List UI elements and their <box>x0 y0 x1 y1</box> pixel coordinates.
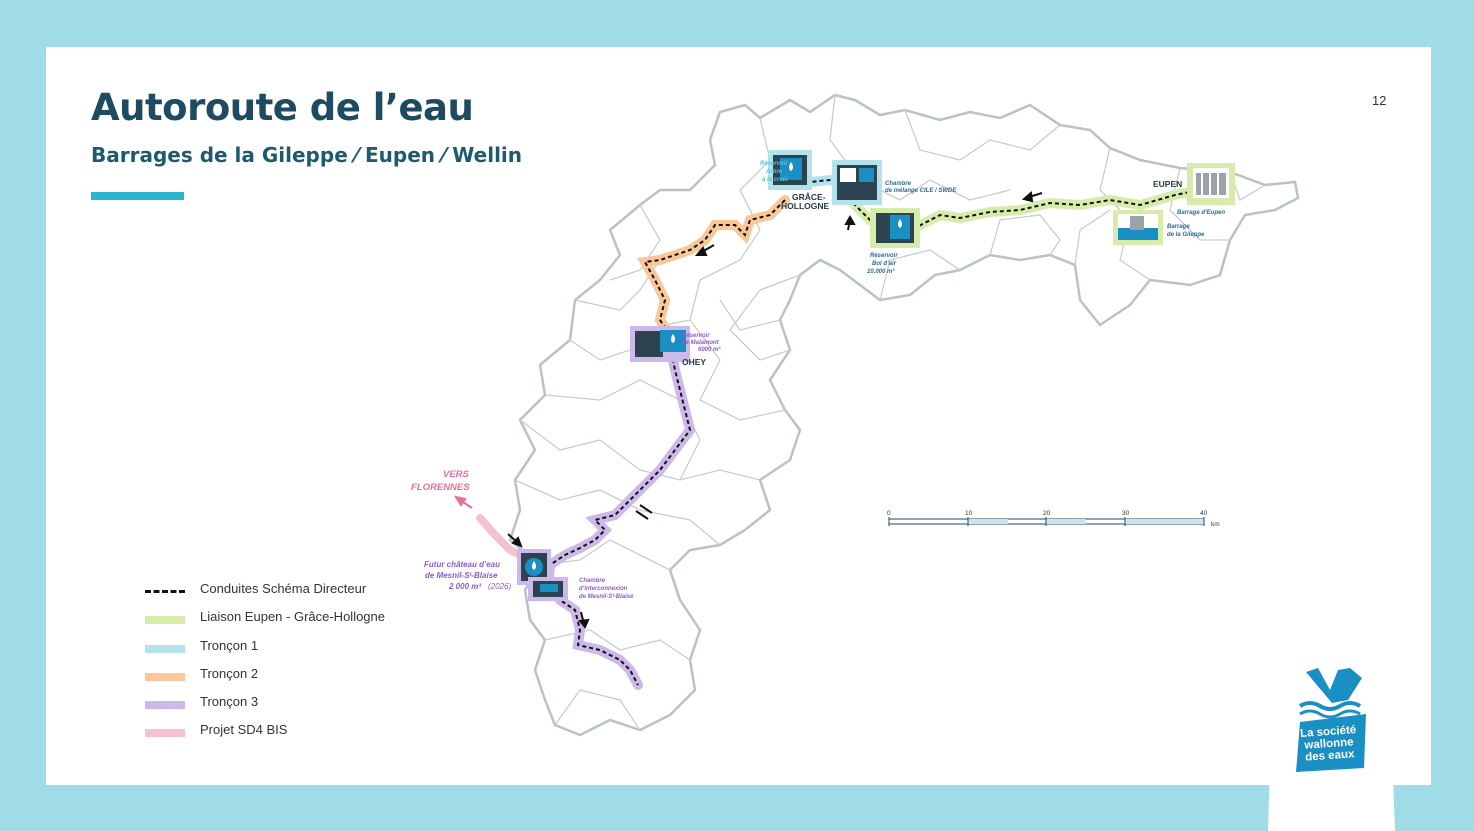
label-malamont-2: de Malamont <box>682 340 720 346</box>
label-ohey: OHEY <box>682 357 706 367</box>
label-reservoir-bois-1: Réservoir <box>870 253 898 259</box>
label-barrage-gileppe-2: de la Gileppe <box>1167 232 1205 238</box>
label-chambre-mesnil-2: d’interconnexion <box>579 586 628 592</box>
logo-w-icon <box>1306 668 1362 703</box>
scale-unit: km <box>1211 521 1220 528</box>
legend-item-troncon3: Tronçon 3 <box>145 694 405 714</box>
label-chateau-1: Futur château d’eau <box>424 560 500 569</box>
company-logo <box>1268 645 1395 831</box>
scale-tick-40: 40 <box>1200 510 1208 517</box>
legend-label: Liaison Eupen - Grâce-Hollogne <box>200 609 385 624</box>
label-chambre-mesnil-1: Chambre <box>579 578 606 584</box>
label-chateau-2: de Mesnil-Sᵗ-Blaise <box>425 571 498 580</box>
site-chambre-mesnil <box>528 577 568 601</box>
label-reservoir-bois-3: 10.000 m³ <box>867 268 895 275</box>
legend-swatch-troncon3 <box>145 701 185 709</box>
page-number: 12 <box>1372 93 1387 108</box>
site-reservoir-croix <box>768 150 812 190</box>
site-barrage-gileppe <box>1113 210 1163 245</box>
label-chateau-4: (2026) <box>488 582 511 591</box>
legend-item-troncon2: Tronçon 2 <box>145 666 405 686</box>
label-barrage-gileppe-1: Barrage <box>1167 224 1190 230</box>
label-grace-hollogne-1: GRÂCE- <box>792 191 826 202</box>
page-subtitle: Barrages de la Gileppe ⁄ Eupen ⁄ Wellin <box>91 143 523 167</box>
legend-item-liaison: Liaison Eupen - Grâce-Hollogne <box>145 609 405 629</box>
label-barrage-eupen: Barrage d’Eupen <box>1177 210 1225 216</box>
legend-item-projet: Projet SD4 BIS <box>145 722 405 742</box>
label-croix-2: Arbre <box>765 169 783 175</box>
label-eupen: EUPEN <box>1153 179 1182 189</box>
label-chambre-cile-2: de mélange CILE / SWDE <box>885 188 957 194</box>
scale-bar: 0 10 20 30 40 km <box>887 510 1220 528</box>
florennes-arrow <box>453 495 473 509</box>
label-reservoir-bois-2: Bol d’air <box>872 261 897 267</box>
legend-label: Tronçon 1 <box>200 638 259 653</box>
site-barrage-eupen <box>1187 163 1235 205</box>
legend-item-conduites: Conduites Schéma Directeur <box>145 581 405 601</box>
commune-boundaries <box>514 94 1266 731</box>
page-title: Autoroute de l’eau <box>91 86 474 129</box>
legend-swatch-troncon1 <box>145 645 185 653</box>
legend-swatch-liaison <box>145 616 185 624</box>
scale-tick-0: 0 <box>887 510 891 517</box>
label-malamont-3: 6000 m³ <box>698 346 721 353</box>
label-florennes: FLORENNES <box>411 482 470 493</box>
legend-label: Tronçon 3 <box>200 694 259 709</box>
label-croix-1: Réservoir <box>760 161 788 167</box>
scale-tick-30: 30 <box>1122 510 1130 517</box>
label-chambre-cile-1: Chambre <box>885 181 912 187</box>
legend-swatch-projet <box>145 729 185 737</box>
flow-arrows <box>507 191 1043 629</box>
site-chambre-cile <box>832 160 882 205</box>
logo-text: La société wallonne des eaux <box>1296 724 1362 764</box>
legend-swatch-troncon2 <box>145 673 185 681</box>
legend-label: Conduites Schéma Directeur <box>200 581 367 596</box>
label-malamont-1: Réservoir <box>682 333 710 339</box>
site-reservoir-bois <box>870 208 920 248</box>
label-croix-3: à la croix <box>762 177 789 183</box>
label-chateau-3: 2 000 m³ <box>448 582 481 591</box>
label-chambre-mesnil-3: de Mesnil-Sᵗ-Blaise <box>579 593 634 600</box>
legend-swatch-conduites <box>145 590 185 593</box>
accent-bar <box>91 192 184 200</box>
legend-label: Tronçon 2 <box>200 666 259 681</box>
scale-tick-20: 20 <box>1043 510 1051 517</box>
scale-tick-10: 10 <box>965 510 973 517</box>
legend-label: Projet SD4 BIS <box>200 722 288 737</box>
site-reservoir-malamont <box>630 326 690 362</box>
label-vers: VERS <box>443 469 470 480</box>
label-grace-hollogne-2: HOLLOGNE <box>781 201 829 211</box>
legend-item-troncon1: Tronçon 1 <box>145 638 405 658</box>
